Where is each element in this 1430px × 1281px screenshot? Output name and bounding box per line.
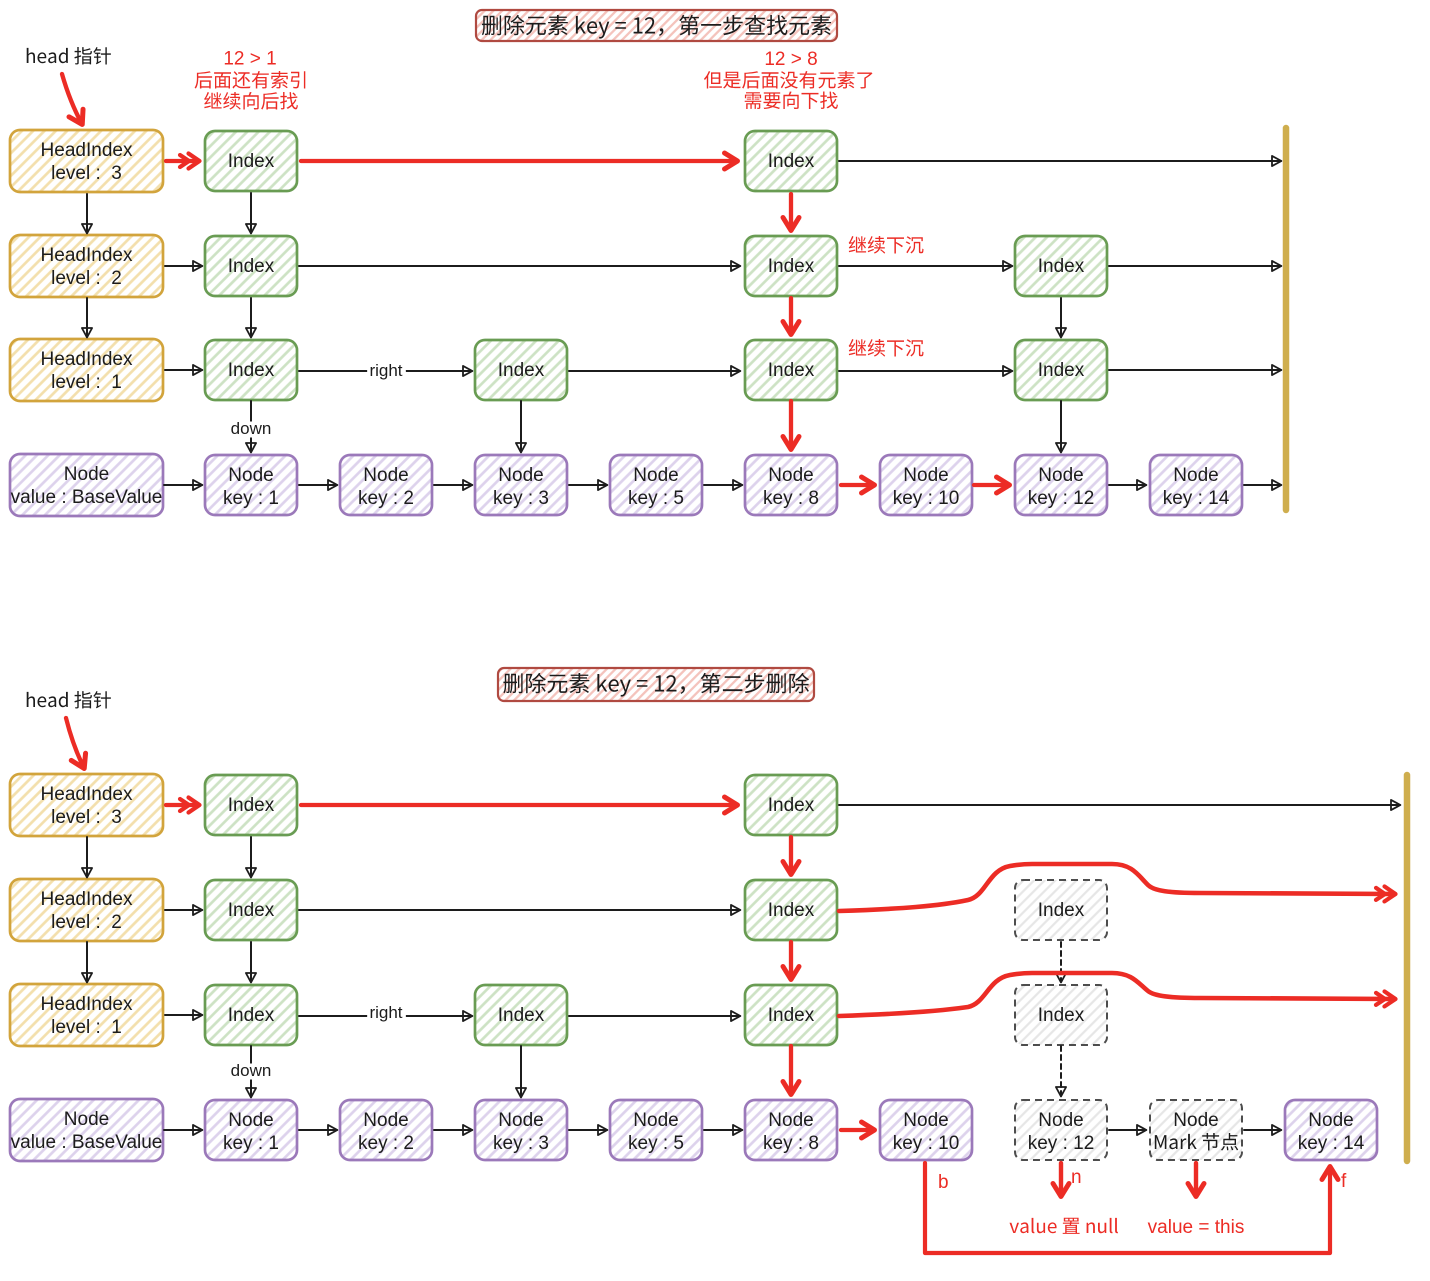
svg-text:Node: Node	[768, 465, 813, 486]
svg-text:Node: Node	[363, 465, 408, 486]
svg-text:Index: Index	[768, 900, 815, 921]
svg-text:key : 10: key : 10	[893, 488, 960, 509]
svg-text:Node: Node	[498, 1110, 543, 1131]
svg-text:Index: Index	[228, 1005, 275, 1026]
svg-text:HeadIndex: HeadIndex	[41, 784, 133, 805]
svg-text:key : 8: key : 8	[763, 1133, 819, 1154]
svg-text:key : 3: key : 3	[493, 488, 549, 509]
svg-text:Index: Index	[768, 795, 815, 816]
svg-text:Index: Index	[768, 360, 815, 381]
svg-text:Index: Index	[498, 1005, 545, 1026]
svg-text:Node: Node	[64, 464, 109, 485]
svg-text:f: f	[1341, 1171, 1347, 1192]
svg-text:12 > 8: 12 > 8	[764, 49, 817, 70]
svg-text:level : 2: level : 2	[51, 268, 122, 289]
svg-text:Index: Index	[1038, 1005, 1085, 1026]
svg-text:Index: Index	[498, 360, 545, 381]
svg-text:Node: Node	[633, 465, 678, 486]
svg-text:value = this: value = this	[1148, 1217, 1245, 1238]
svg-text:level : 1: level : 1	[51, 1017, 122, 1038]
svg-text:Node: Node	[1173, 1110, 1218, 1131]
svg-text:Index: Index	[1038, 900, 1085, 921]
svg-text:level : 1: level : 1	[51, 372, 122, 393]
svg-text:key : 5: key : 5	[628, 488, 684, 509]
svg-text:Node: Node	[498, 465, 543, 486]
svg-text:Index: Index	[228, 900, 275, 921]
svg-text:Node: Node	[228, 1110, 273, 1131]
svg-text:Index: Index	[1038, 256, 1085, 277]
svg-text:Index: Index	[228, 256, 275, 277]
svg-text:HeadIndex: HeadIndex	[41, 245, 133, 266]
svg-text:Index: Index	[228, 795, 275, 816]
svg-text:HeadIndex: HeadIndex	[41, 349, 133, 370]
svg-text:level : 3: level : 3	[51, 163, 122, 184]
svg-text:b: b	[938, 1172, 949, 1193]
svg-text:down: down	[231, 419, 272, 438]
svg-text:Index: Index	[768, 256, 815, 277]
svg-text:key : 8: key : 8	[763, 488, 819, 509]
svg-text:Node: Node	[903, 465, 948, 486]
svg-text:key : 5: key : 5	[628, 1133, 684, 1154]
svg-text:Node: Node	[1038, 1110, 1083, 1131]
svg-text:Node: Node	[1038, 465, 1083, 486]
svg-text:Index: Index	[768, 1005, 815, 1026]
svg-text:key : 1: key : 1	[223, 1133, 279, 1154]
svg-text:Node: Node	[1173, 465, 1218, 486]
svg-text:Index: Index	[228, 360, 275, 381]
svg-text:level : 3: level : 3	[51, 807, 122, 828]
svg-text:key : 14: key : 14	[1163, 488, 1230, 509]
svg-text:n: n	[1071, 1167, 1082, 1188]
svg-text:key : 10: key : 10	[893, 1133, 960, 1154]
svg-text:value : BaseValue: value : BaseValue	[11, 1132, 163, 1153]
svg-text:level : 2: level : 2	[51, 912, 122, 933]
svg-text:key : 3: key : 3	[493, 1133, 549, 1154]
svg-text:Index: Index	[1038, 360, 1085, 381]
svg-text:12 > 1: 12 > 1	[223, 49, 276, 70]
svg-text:right: right	[369, 361, 402, 380]
svg-text:Node: Node	[768, 1110, 813, 1131]
svg-text:Index: Index	[768, 151, 815, 172]
svg-text:key : 1: key : 1	[223, 488, 279, 509]
svg-text:HeadIndex: HeadIndex	[41, 140, 133, 161]
svg-text:Node: Node	[1308, 1110, 1353, 1131]
svg-text:value : BaseValue: value : BaseValue	[11, 487, 163, 508]
svg-text:Node: Node	[64, 1109, 109, 1130]
svg-text:HeadIndex: HeadIndex	[41, 889, 133, 910]
svg-text:Node: Node	[363, 1110, 408, 1131]
svg-text:Node: Node	[903, 1110, 948, 1131]
svg-text:key : 2: key : 2	[358, 488, 414, 509]
svg-text:right: right	[369, 1003, 402, 1022]
svg-text:Node: Node	[633, 1110, 678, 1131]
svg-text:key : 14: key : 14	[1298, 1133, 1365, 1154]
svg-text:key : 12: key : 12	[1028, 488, 1095, 509]
svg-text:HeadIndex: HeadIndex	[41, 994, 133, 1015]
svg-text:Index: Index	[228, 151, 275, 172]
svg-text:down: down	[231, 1061, 272, 1080]
svg-text:key : 2: key : 2	[358, 1133, 414, 1154]
svg-text:key : 12: key : 12	[1028, 1133, 1095, 1154]
svg-text:Node: Node	[228, 465, 273, 486]
